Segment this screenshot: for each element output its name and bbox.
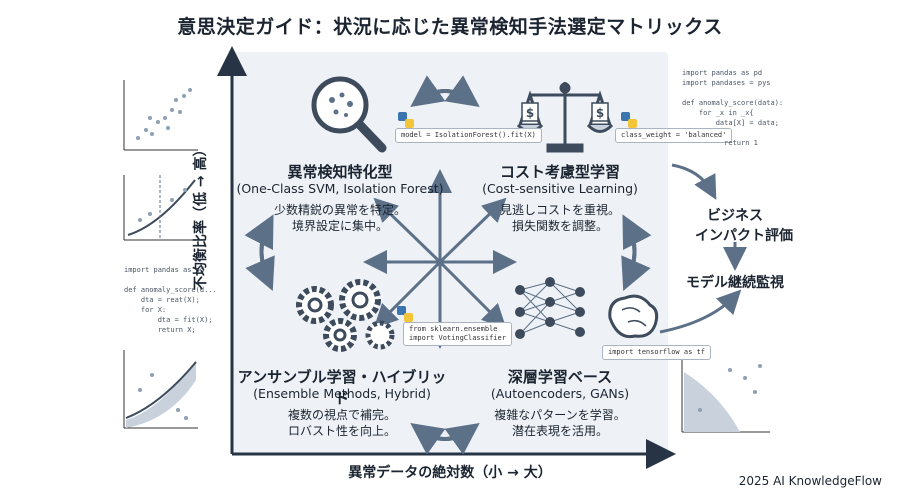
quadrant-bottom-left-title: アンサンブル学習・ハイブリッド: [237, 368, 447, 407]
quadrant-top-left-subtitle: (One-Class SVM, Isolation Forest): [236, 181, 444, 196]
background-code-right: import pandas as pd import pandases = py…: [682, 69, 784, 147]
background-code-left: import pandas as pd def anomaly_score(d.…: [124, 266, 217, 334]
svg-text:$: $: [526, 106, 534, 120]
x-axis-label: 異常データの絶対数（小 → 大）: [348, 465, 552, 481]
desc-line: 損失関数を調整。: [511, 219, 608, 233]
quadrant-bottom-left-subtitle: (Ensemble Methods, Hybrid): [253, 386, 431, 401]
scatter-thumbnail-icon: [123, 80, 198, 151]
python-logo-icon: [621, 112, 637, 128]
code-snippet-isolation-forest: model = IsolationForest().fit(X): [395, 128, 542, 143]
python-logo-icon: [397, 306, 413, 322]
flow-step-monitoring: モデル継続監視: [686, 275, 784, 291]
gears-icon: [296, 279, 395, 352]
transition-arrows: [244, 75, 652, 455]
y-axis-label: 不均衡比率（低 → 高）: [193, 142, 209, 290]
quadrant-bottom-right-desc: 複雑なパターンを学習。 潜在表現を活用。: [460, 407, 660, 439]
regression-thumbnail-icon: [123, 175, 198, 241]
flow-step-line: インパクト評価: [695, 228, 793, 244]
cluster-thumbnail-icon: [681, 350, 770, 433]
python-logo-icon: [398, 112, 414, 128]
quadrant-top-left-title: 異常検知特化型: [287, 163, 393, 181]
magnifier-icon: [311, 76, 387, 153]
quadrant-top-right-title: コスト考慮型学習: [499, 163, 620, 181]
desc-line: 境界設定に集中。: [291, 219, 388, 233]
dollar-icon-right: $: [591, 102, 609, 122]
desc-line: 見逃しコストを重視。: [499, 203, 620, 217]
svg-text:$: $: [596, 106, 604, 120]
desc-line: 複数の視点で補完。: [287, 408, 396, 422]
quadrant-bottom-left-desc: 複数の視点で補完。 ロバスト性を向上。: [242, 407, 442, 439]
quadrant-bottom-right-subtitle: (Autoencoders, GANs): [490, 386, 630, 401]
flow-arrows: [659, 163, 747, 334]
brain-icon: [608, 294, 659, 339]
neural-network-icon: [515, 277, 585, 339]
code-snippet-voting-classifier: from sklearn.ensemble import VotingClass…: [403, 322, 512, 346]
flow-step-business-impact: ビジネス インパクト評価: [695, 205, 793, 245]
desc-line: 潜在表現を活用。: [511, 424, 608, 438]
desc-line: 少数精鋭の異常を特定。: [273, 203, 406, 217]
quadrant-top-left-desc: 少数精鋭の異常を特定。 境界設定に集中。: [240, 202, 440, 234]
code-snippet-tensorflow: import tensorflow as tf: [602, 345, 711, 360]
credit-text: 2025 AI KnowledgeFlow: [738, 474, 882, 488]
quadrant-top-right-subtitle: (Cost-sensitive Learning): [482, 181, 638, 196]
quadrant-bottom-right-title: 深層学習ベース: [507, 368, 613, 386]
desc-line: ロバスト性を向上。: [287, 424, 396, 438]
dollar-icon-left: $: [521, 102, 539, 122]
code-snippet-class-weight: class_weight = 'balanced': [615, 128, 733, 143]
quadrant-top-right-desc: 見逃しコストを重視。 損失関数を調整。: [460, 202, 660, 234]
page-title: 意思決定ガイド：状況に応じた異常検知手法選定マトリックス: [177, 16, 723, 38]
flow-step-line: ビジネス: [707, 208, 763, 224]
boundary-thumbnail-icon: [123, 350, 198, 429]
desc-line: 複雑なパターンを学習。: [494, 408, 626, 422]
